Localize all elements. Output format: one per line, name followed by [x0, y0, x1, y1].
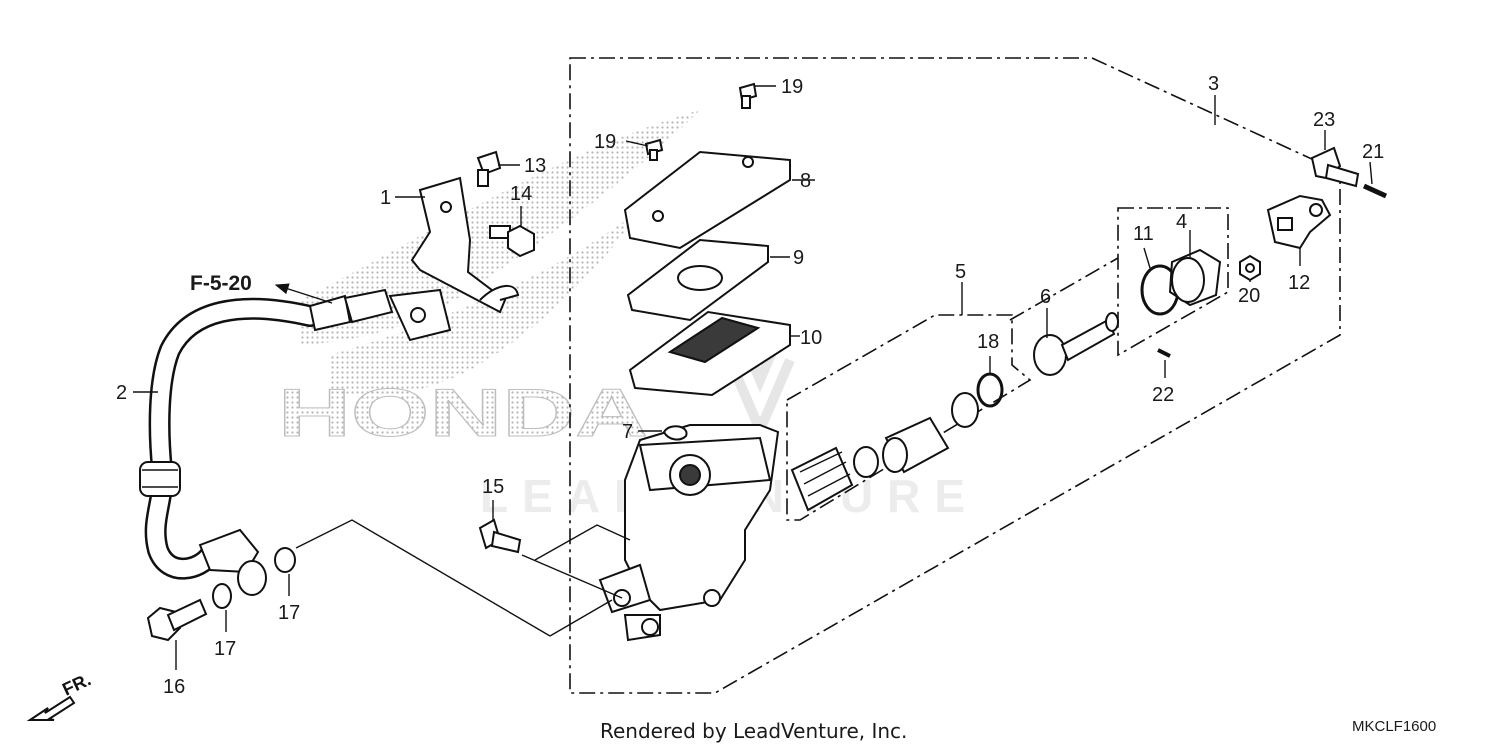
- part-2-hose: [139, 288, 452, 580]
- callout-19-b: 19: [594, 131, 616, 153]
- callout-4: 4: [1176, 211, 1187, 233]
- body-to-banjo-guide: [295, 519, 613, 637]
- piston-cup-a: [853, 446, 879, 478]
- callout-7: 7: [622, 421, 633, 443]
- piston-primary: [882, 416, 950, 474]
- callout-12: 12: [1288, 272, 1310, 294]
- part-8-reservoir-cap: [623, 150, 791, 250]
- front-direction-marker: FR.: [26, 669, 94, 721]
- part-3-master-cylinder-body: [598, 424, 780, 642]
- callout-8: 8: [800, 170, 811, 192]
- honda-logo-watermark: HONDA: [278, 375, 648, 451]
- assembly-link-line: [1009, 257, 1119, 321]
- callout-2: 2: [116, 382, 127, 404]
- reference-arrow: [274, 283, 333, 304]
- part-19-screw-b: [644, 138, 664, 161]
- part-1-bracket: [410, 176, 520, 314]
- part-7-clip: [662, 425, 688, 441]
- part-18-snap-ring: [976, 372, 1004, 408]
- callout-13: 13: [524, 155, 546, 177]
- callout-22: 22: [1152, 384, 1174, 406]
- banjo-fitting-ring: [237, 560, 267, 596]
- part-17-sealing-washer-b: [274, 547, 296, 573]
- part-9-diaphragm-plate: [626, 238, 769, 322]
- callout-3: 3: [1208, 73, 1219, 95]
- callout-17-a: 17: [214, 638, 236, 660]
- callout-9: 9: [793, 247, 804, 269]
- part-12-joint: [1266, 194, 1332, 250]
- piston-cup-b: [951, 392, 979, 428]
- front-label: FR.: [59, 669, 94, 699]
- part-17-sealing-washer-a: [212, 583, 232, 609]
- bolt-15-guide-lines: [521, 554, 623, 599]
- part-10-diaphragm: [628, 310, 791, 397]
- honda-wing-watermark: [300, 110, 700, 397]
- part-14-flange-bolt: [489, 224, 535, 258]
- callout-23: 23: [1313, 109, 1335, 131]
- callout-15: 15: [482, 476, 504, 498]
- callout-18: 18: [977, 331, 999, 353]
- callout-5: 5: [955, 261, 966, 283]
- part-19-screw-a: [738, 82, 758, 109]
- part-5-piston-spring: [790, 446, 854, 512]
- part-16-banjo-bolt: [146, 598, 208, 642]
- callout-1: 1: [380, 187, 391, 209]
- callout-16: 16: [163, 676, 185, 698]
- callout-14: 14: [510, 183, 532, 205]
- part-21-cotter-pin: [1362, 183, 1388, 199]
- part-15-bolt: [478, 518, 522, 554]
- seal-set-outline: [1117, 207, 1229, 357]
- callout-11: 11: [1133, 223, 1154, 245]
- callout-10: 10: [800, 327, 822, 349]
- callout-20: 20: [1238, 285, 1260, 307]
- part-13-bolt: [476, 150, 502, 187]
- reference-label: F-5-20: [190, 272, 252, 295]
- callout-19-a: 19: [781, 76, 803, 98]
- callout-leaders: [133, 85, 1373, 670]
- part-22-pin: [1157, 348, 1171, 358]
- callout-6: 6: [1040, 286, 1051, 308]
- body-guide-upper: [534, 524, 631, 561]
- part-6-push-rod: [1033, 312, 1119, 376]
- part-20-nut: [1239, 254, 1261, 282]
- credit-text: Rendered by LeadVenture, Inc.: [600, 719, 907, 743]
- master-cylinder-assembly-outline: [569, 57, 1341, 694]
- part-4-boot: [1168, 248, 1222, 307]
- part-23-joint-pin: [1310, 146, 1360, 188]
- diagram-code: MKCLF1600: [1352, 718, 1436, 735]
- callout-21: 21: [1362, 141, 1384, 163]
- piston-set-outline: [786, 314, 1032, 521]
- callout-17-b: 17: [278, 602, 300, 624]
